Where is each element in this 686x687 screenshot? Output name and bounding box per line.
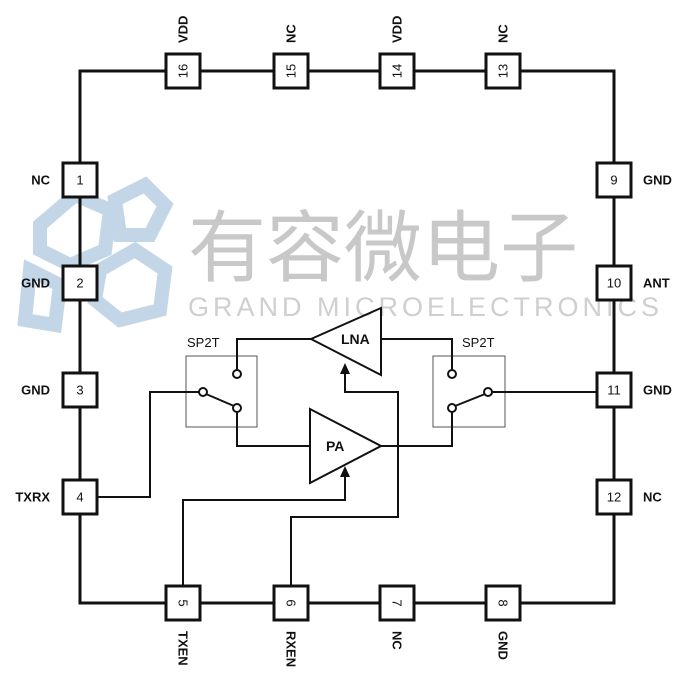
pin-14: 14 VDD <box>378 16 416 90</box>
pin-name: RXEN <box>284 631 299 667</box>
pin-box <box>378 52 416 90</box>
pin-number: 10 <box>607 276 621 291</box>
pin-name: GND <box>643 173 672 188</box>
watermark-logo <box>17 176 174 334</box>
right-switch-label: SP2T <box>462 335 495 350</box>
pa-enable-arrow-icon <box>340 466 350 477</box>
pin-box <box>595 478 633 516</box>
pin-name: GND <box>21 276 50 291</box>
pin-number: 9 <box>610 173 617 188</box>
pin-box <box>61 478 99 516</box>
pin-name: VDD <box>390 16 405 43</box>
pin-number: 3 <box>76 383 83 398</box>
pin-box <box>272 52 310 90</box>
left-switch-label: SP2T <box>187 335 220 350</box>
pin-box <box>61 161 99 199</box>
pin-16: 16 VDD <box>164 16 202 90</box>
pin-11: 11 GND <box>595 371 672 409</box>
pin-box <box>595 161 633 199</box>
pin-number: 2 <box>76 276 83 291</box>
pin-box <box>164 52 202 90</box>
pin-10: 10 ANT <box>595 264 670 302</box>
pin-number: 4 <box>76 490 83 505</box>
pin-name: NC <box>284 24 299 43</box>
pin-number: 6 <box>284 599 299 606</box>
watermark-english: GRAND MICROELECTRONICS <box>188 292 663 322</box>
pin-15: 15 NC <box>272 24 310 90</box>
pin-name: NC <box>31 173 50 188</box>
pin-2: 2 GND <box>21 264 99 302</box>
pin-number: 12 <box>607 490 621 505</box>
pin-7: 7NC <box>378 584 416 650</box>
pin-13: 13 NC <box>484 24 522 90</box>
pin-3: 3 GND <box>21 371 99 409</box>
pin-12: 12 NC <box>595 478 662 516</box>
pin-name: GND <box>21 383 50 398</box>
pin-number: 5 <box>176 599 191 606</box>
pin-box <box>61 264 99 302</box>
pin-4: 4 TXRX <box>15 478 99 516</box>
internal-wiring <box>97 306 597 586</box>
pin-name: GND <box>643 383 672 398</box>
pin-number: 15 <box>284 64 299 78</box>
pin-number: 8 <box>496 599 511 606</box>
pin-number: 7 <box>390 599 405 606</box>
pin-9: 9 GND <box>595 161 672 199</box>
pin-box <box>484 52 522 90</box>
pin-name: NC <box>643 490 662 505</box>
pin-name: TXRX <box>15 490 50 505</box>
watermark-chinese: 有容微电子 <box>188 204 578 294</box>
pin-number: 1 <box>76 173 83 188</box>
pin-box <box>378 584 416 622</box>
pin-number: 11 <box>607 383 621 398</box>
pin-number: 16 <box>176 64 191 78</box>
pin-box <box>595 264 633 302</box>
pin-box <box>61 371 99 409</box>
pin-name: ANT <box>643 276 670 291</box>
pa-label: PA <box>326 438 344 454</box>
pin-name: VDD <box>176 16 191 43</box>
pin-box <box>272 584 310 622</box>
pin-number: 14 <box>390 64 405 78</box>
lna-enable-arrow-icon <box>340 363 350 374</box>
pin-box <box>164 584 202 622</box>
lna-label: LNA <box>341 331 370 347</box>
pin-name: NC <box>390 631 405 650</box>
package-outline <box>78 69 616 605</box>
pin-name: GND <box>496 631 511 660</box>
pin-1: 1 NC <box>31 161 99 199</box>
pin-box <box>484 584 522 622</box>
pin-box <box>595 371 633 409</box>
pin-name: NC <box>496 24 511 43</box>
pin-number: 13 <box>496 64 511 78</box>
pin-name: TXEN <box>176 631 191 666</box>
